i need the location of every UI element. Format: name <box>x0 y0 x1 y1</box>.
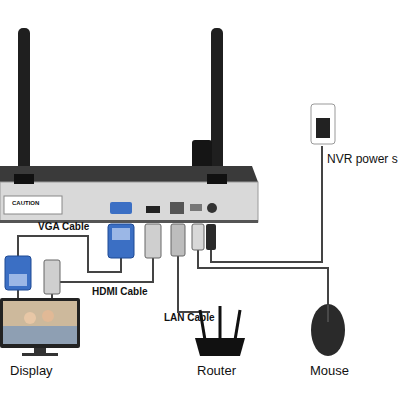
caution-sticker <box>4 196 62 214</box>
mouse <box>327 305 329 322</box>
vga-wire <box>18 236 121 272</box>
power-port <box>207 203 217 213</box>
power-adapter <box>311 104 335 144</box>
monitor-screen <box>42 310 54 322</box>
vga-connector <box>9 274 27 286</box>
vga-connector <box>112 228 130 240</box>
power-adapter <box>316 118 330 138</box>
device-label: Router <box>197 364 236 378</box>
router-antenna <box>219 306 222 340</box>
antenna-base <box>14 174 34 184</box>
device-label: Display <box>10 364 53 378</box>
mouse <box>311 304 345 356</box>
nvr-back-panel <box>0 182 258 222</box>
device-label: NVR power s <box>327 153 398 166</box>
monitor-screen <box>3 301 77 344</box>
lan-connector <box>171 224 185 256</box>
router <box>195 338 245 356</box>
vga-connector <box>108 224 134 258</box>
hdmi-connector <box>145 224 161 258</box>
device-label: Mouse <box>310 364 349 378</box>
power-connector <box>206 224 216 250</box>
power-wire <box>211 146 322 262</box>
monitor-screen <box>24 312 36 324</box>
usb-wire <box>198 250 328 304</box>
sticker-text: CAUTION <box>12 200 39 207</box>
hdmi-port <box>146 206 160 213</box>
monitor-screen <box>3 326 77 344</box>
lan-wire <box>178 256 210 312</box>
router-antenna <box>235 310 240 340</box>
usb-connector <box>192 224 204 250</box>
antenna <box>211 28 223 173</box>
cable-label: VGA Cable <box>38 221 89 232</box>
usb-port <box>190 204 202 211</box>
vga-port <box>110 202 132 214</box>
cable-label: HDMI Cable <box>92 286 148 297</box>
cable-label: LAN Cable <box>164 312 215 323</box>
vga-connector <box>5 256 31 290</box>
wires <box>18 146 328 312</box>
monitor-stand <box>22 353 58 356</box>
antenna <box>18 28 30 173</box>
hdmi-wire <box>52 258 153 282</box>
antenna-base <box>207 174 227 184</box>
monitor <box>0 298 80 348</box>
monitor-stand <box>34 348 46 353</box>
hdmi-connector <box>44 260 60 294</box>
lan-port <box>170 202 184 214</box>
